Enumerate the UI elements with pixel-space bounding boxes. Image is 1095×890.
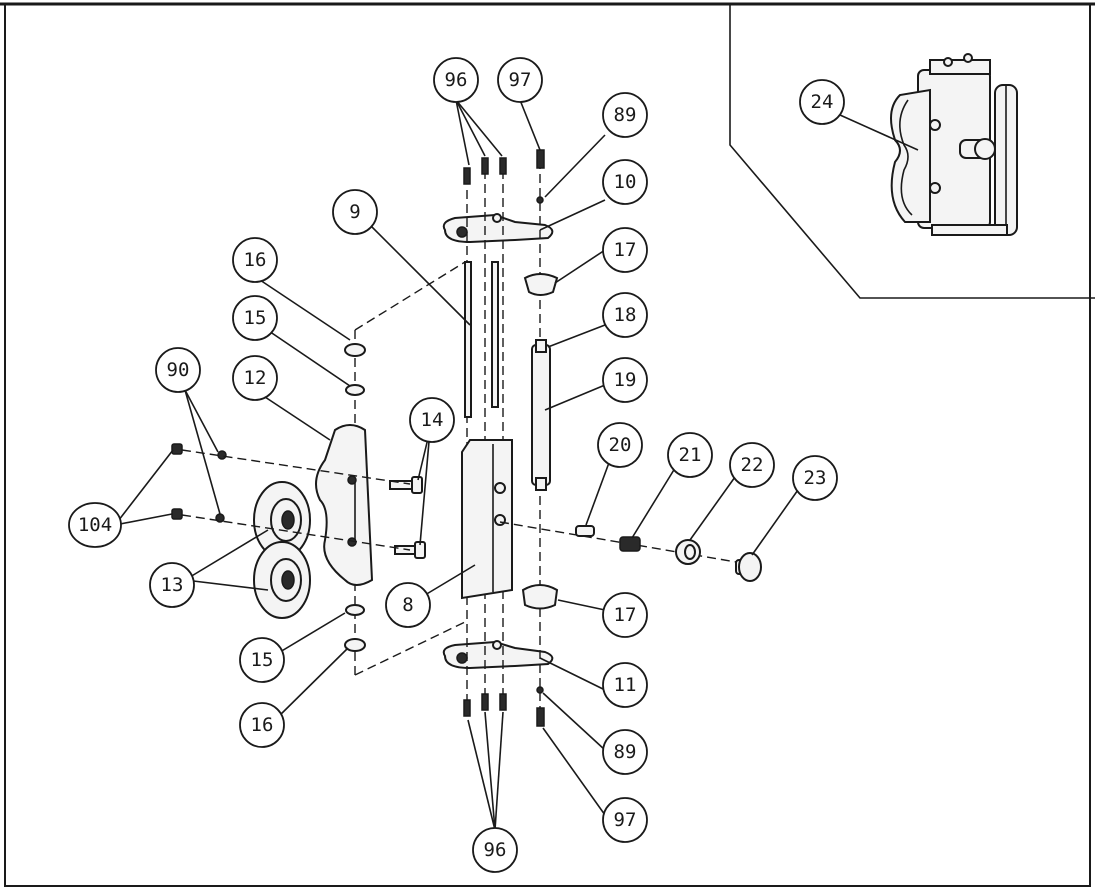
plunger-pin (575, 525, 595, 537)
callout-10: 10 (602, 159, 648, 205)
svg-text:89: 89 (614, 104, 637, 126)
callout-22: 22 (729, 442, 775, 488)
washer-16-bottom (344, 638, 366, 652)
bolt-upper (389, 476, 423, 494)
svg-text:15: 15 (244, 307, 267, 329)
spring (619, 536, 641, 552)
svg-text:16: 16 (244, 249, 267, 271)
sleeve (675, 539, 701, 565)
callout-8: 8 (385, 582, 431, 628)
screws-bottom (463, 686, 545, 727)
svg-text:24: 24 (811, 91, 834, 113)
svg-text:96: 96 (484, 839, 507, 861)
svg-text:11: 11 (614, 674, 637, 696)
svg-text:21: 21 (679, 444, 702, 466)
callout-21: 21 (667, 432, 713, 478)
washer-90-upper (217, 450, 227, 460)
svg-text:15: 15 (251, 649, 274, 671)
svg-text:22: 22 (741, 454, 764, 476)
svg-text:17: 17 (614, 239, 637, 261)
pivot-pin (531, 339, 551, 491)
callout-15-bottom: 15 (239, 637, 285, 683)
callout-17-bottom: 17 (602, 592, 648, 638)
callout-13: 13 (149, 562, 195, 608)
callout-16-bottom: 16 (239, 702, 285, 748)
svg-text:16: 16 (251, 714, 274, 736)
svg-text:97: 97 (614, 809, 637, 831)
svg-text:8: 8 (402, 594, 413, 616)
callout-89-bottom: 89 (602, 729, 648, 775)
svg-text:19: 19 (614, 369, 637, 391)
guide-rod-right (491, 261, 499, 408)
callout-18: 18 (602, 292, 648, 338)
callout-97-bottom: 97 (602, 797, 648, 843)
bushing-bottom (521, 584, 559, 610)
screws-top (463, 149, 545, 204)
callout-96-top: 96 (433, 57, 479, 103)
callout-16-top: 16 (232, 237, 278, 283)
callout-9: 9 (332, 189, 378, 235)
callout-20: 20 (597, 422, 643, 468)
callout-23: 23 (792, 455, 838, 501)
callout-11: 11 (602, 662, 648, 708)
svg-text:23: 23 (804, 467, 827, 489)
svg-text:18: 18 (614, 304, 637, 326)
callout-19: 19 (602, 357, 648, 403)
callout-104: 104 (68, 502, 122, 548)
svg-text:97: 97 (509, 69, 532, 91)
nut-lower (171, 508, 183, 520)
inset-view (729, 4, 1095, 299)
side-plate (315, 424, 374, 586)
callout-15-top: 15 (232, 295, 278, 341)
callout-96-bottom: 96 (472, 827, 518, 873)
callout-17-top: 17 (602, 227, 648, 273)
svg-text:10: 10 (614, 171, 637, 193)
callout-14: 14 (409, 397, 455, 443)
washer-15-top (345, 384, 365, 396)
svg-text:17: 17 (614, 604, 637, 626)
svg-text:14: 14 (421, 409, 444, 431)
svg-text:20: 20 (609, 434, 632, 456)
svg-text:9: 9 (349, 201, 360, 223)
svg-text:12: 12 (244, 367, 267, 389)
roller-upper (253, 481, 311, 559)
callout-24: 24 (799, 79, 845, 125)
callout-89-top: 89 (602, 92, 648, 138)
washer-15-bottom (345, 604, 365, 616)
bushing-top (523, 273, 559, 296)
roller-lower (253, 541, 311, 619)
washer-16-top (344, 343, 366, 357)
guide-rod-left (464, 261, 472, 418)
top-bracket (442, 213, 554, 244)
svg-text:104: 104 (78, 514, 112, 536)
main-body (461, 439, 513, 600)
callout-97-top: 97 (497, 57, 543, 103)
bottom-bracket (442, 640, 554, 670)
svg-text:90: 90 (167, 359, 190, 381)
assembled-carriage-illustration (890, 53, 1018, 236)
nut-upper (171, 443, 183, 455)
callout-90: 90 (155, 347, 201, 393)
svg-text:13: 13 (161, 574, 184, 596)
callout-12: 12 (232, 355, 278, 401)
svg-text:96: 96 (445, 69, 468, 91)
leader-lines (114, 99, 919, 831)
svg-text:89: 89 (614, 741, 637, 763)
knob (735, 552, 762, 582)
